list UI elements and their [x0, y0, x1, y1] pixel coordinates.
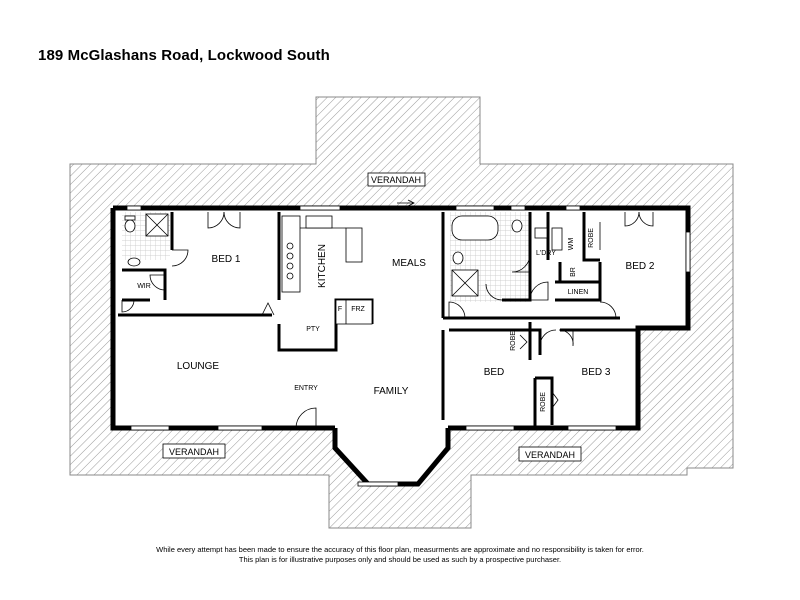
room-label-robe-bed3: ROBE	[540, 392, 547, 412]
room-label-kitchen: KITCHEN	[317, 244, 328, 288]
room-label-br: BR	[570, 267, 577, 277]
room-label-robe-bed2: ROBE	[588, 228, 595, 248]
room-label-bed3: BED 3	[582, 367, 611, 378]
room-label-fridge: F	[338, 306, 342, 313]
disclaimer: While every attempt has been made to ens…	[0, 545, 800, 565]
room-label-lounge: LOUNGE	[177, 361, 220, 372]
ensuite-basin	[127, 257, 141, 267]
bathroom-basin	[452, 251, 464, 265]
verandah-tag-top: VERANDAH	[371, 175, 421, 185]
verandah-tag-left-box	[162, 443, 226, 459]
ensuite-toilet	[124, 219, 136, 233]
rear-door-marker	[397, 199, 415, 207]
room-label-bed1: BED 1	[212, 254, 241, 265]
laundry-tub	[534, 227, 548, 239]
kitchen-sink	[305, 215, 333, 229]
disclaimer-line-2: This plan is for illustrative purposes o…	[238, 555, 562, 564]
room-label-wir: WIR	[137, 283, 151, 290]
bathroom-toilet	[511, 219, 523, 233]
verandah-tag-right: VERANDAH	[525, 450, 575, 460]
room-label-wm: WM	[568, 238, 575, 251]
house-footprint	[113, 208, 688, 484]
verandah-tag-right-box	[518, 446, 582, 462]
bath-tub	[451, 215, 499, 241]
robe-sliding-doors	[519, 222, 601, 409]
room-label-bed: BED	[484, 367, 505, 378]
kitchen-island	[345, 227, 363, 263]
page-title: 189 McGlashans Road, Lockwood South	[38, 47, 330, 64]
room-label-entry: ENTRY	[294, 385, 318, 392]
doors	[121, 211, 654, 429]
room-label-linen: LINEN	[568, 289, 589, 296]
room-label-family: FAMILY	[374, 386, 409, 397]
room-label-meals: MEALS	[392, 258, 426, 269]
laundry-bench	[551, 227, 563, 251]
room-label-laundry: L'DRY	[536, 250, 556, 257]
verandah-tag-left: VERANDAH	[169, 447, 219, 457]
room-label-robe-bed: ROBE	[510, 331, 517, 351]
bay-window-panes	[339, 451, 444, 479]
disclaimer-line-1: While every attempt has been made to ens…	[156, 545, 644, 554]
windows	[126, 205, 691, 487]
room-label-pantry: PTY	[306, 326, 320, 333]
room-label-freezer: FRZ	[351, 306, 365, 313]
room-label-bed2: BED 2	[626, 261, 655, 272]
fixtures	[124, 213, 563, 325]
verandah-tag-top-box	[367, 172, 426, 187]
